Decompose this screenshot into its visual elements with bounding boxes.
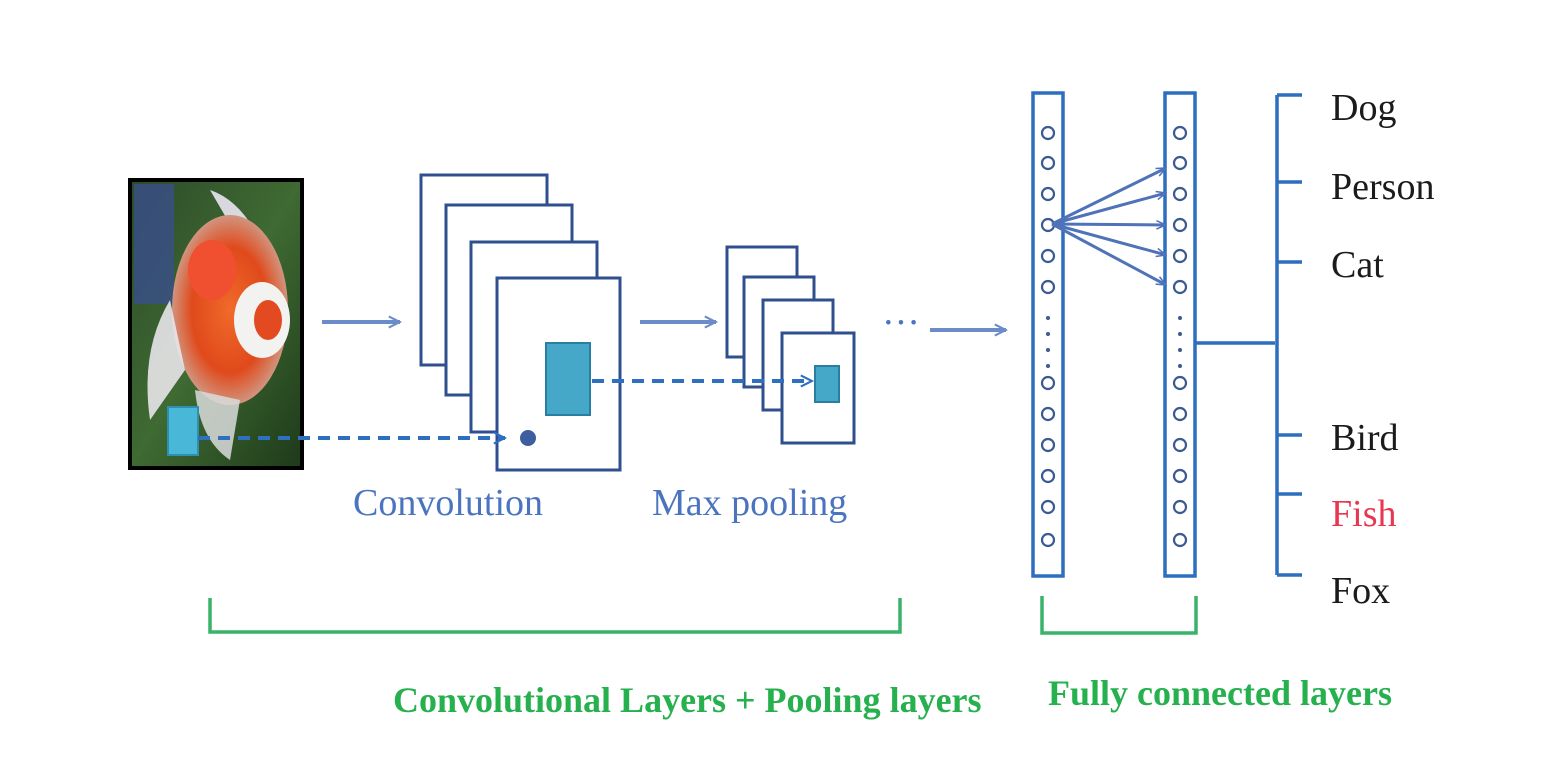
fc-bracket bbox=[1040, 596, 1198, 635]
neuron-ellipsis-dot bbox=[1046, 332, 1050, 336]
neuron bbox=[1172, 125, 1188, 141]
class-label-fox: Fox bbox=[1331, 570, 1390, 612]
neuron bbox=[1172, 279, 1188, 295]
neuron bbox=[1172, 532, 1188, 548]
neuron bbox=[1040, 186, 1056, 202]
conv-output-dot bbox=[520, 430, 536, 446]
neuron bbox=[1040, 125, 1056, 141]
neuron bbox=[1172, 155, 1188, 171]
conv-pool-bracket-label: Convolutional Layers + Pooling layers bbox=[393, 680, 982, 720]
neuron bbox=[1040, 155, 1056, 171]
fc-bracket-label: Fully connected layers bbox=[1048, 673, 1392, 713]
neuron bbox=[1040, 499, 1056, 515]
neuron bbox=[1172, 248, 1188, 264]
neuron bbox=[1172, 217, 1188, 233]
neuron bbox=[1040, 248, 1056, 264]
neuron bbox=[1040, 406, 1056, 422]
fc-layer-1-neurons bbox=[1040, 125, 1056, 548]
neuron bbox=[1172, 375, 1188, 391]
input-receptive-field bbox=[167, 406, 199, 456]
neuron-ellipsis-dot bbox=[1178, 332, 1182, 336]
neuron-ellipsis-dot bbox=[1178, 348, 1182, 352]
input-image bbox=[128, 178, 304, 470]
class-label-person: Person bbox=[1331, 166, 1434, 208]
fc-layer-2 bbox=[1163, 91, 1197, 578]
neuron-ellipsis-dot bbox=[1178, 316, 1182, 320]
neuron bbox=[1172, 406, 1188, 422]
class-label-cat: Cat bbox=[1331, 244, 1384, 286]
neuron bbox=[1172, 468, 1188, 484]
neuron bbox=[1172, 499, 1188, 515]
ellipsis-label: ··· bbox=[882, 302, 920, 344]
neuron bbox=[1040, 437, 1056, 453]
output-bracket bbox=[1196, 93, 1302, 577]
max-pooling-label: Max pooling bbox=[652, 482, 847, 524]
neuron bbox=[1172, 186, 1188, 202]
neuron bbox=[1040, 532, 1056, 548]
fc-connections bbox=[1051, 166, 1166, 287]
neuron-ellipsis-dot bbox=[1046, 348, 1050, 352]
class-label-dog: Dog bbox=[1331, 87, 1396, 129]
neuron-ellipsis-dot bbox=[1178, 364, 1182, 368]
max-pooling-feature-maps bbox=[725, 245, 856, 445]
conv-pool-bracket bbox=[208, 598, 902, 634]
convolution-feature-maps bbox=[419, 173, 622, 472]
neuron bbox=[1040, 375, 1056, 391]
class-label-fish: Fish bbox=[1331, 493, 1396, 535]
convolution-label: Convolution bbox=[353, 482, 543, 524]
fc-layer-1 bbox=[1031, 91, 1065, 578]
neuron bbox=[1040, 279, 1056, 295]
pool-patch bbox=[814, 365, 840, 403]
class-label-bird: Bird bbox=[1331, 417, 1399, 459]
neuron bbox=[1040, 468, 1056, 484]
neuron-ellipsis-dot bbox=[1046, 316, 1050, 320]
class-labels: Dog Person Cat Bird Fish Fox bbox=[1331, 87, 1434, 612]
neuron bbox=[1172, 437, 1188, 453]
neuron-ellipsis-dot bbox=[1046, 364, 1050, 368]
fc-layer-2-neurons bbox=[1172, 125, 1188, 548]
conv-patch bbox=[545, 342, 591, 416]
